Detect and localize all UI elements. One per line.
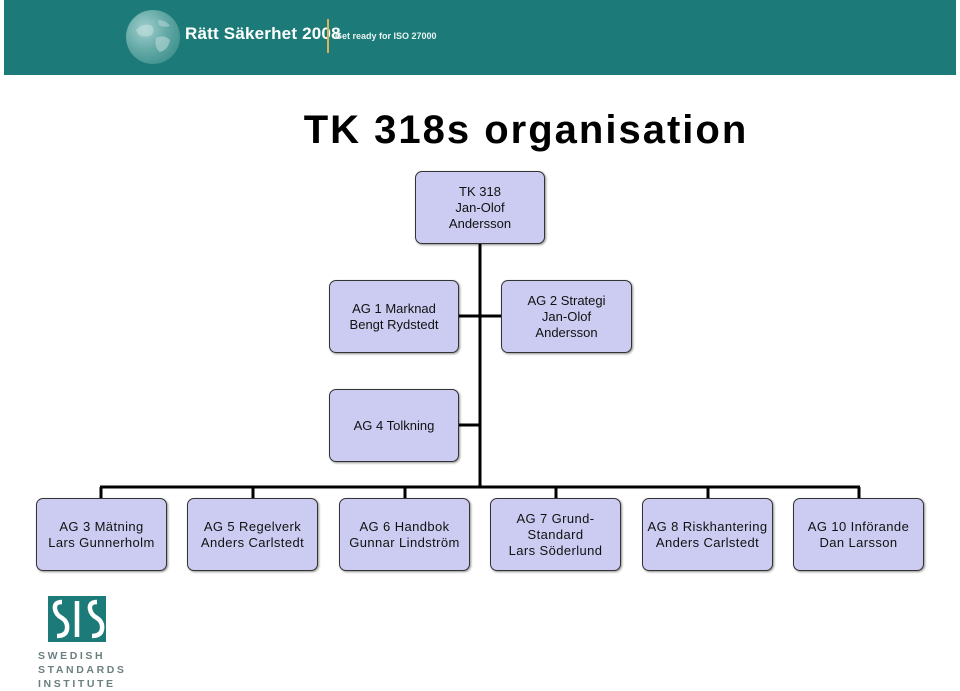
box-line: AG 6 Handbok (359, 518, 450, 534)
box-line: AG 10 Införande (807, 518, 910, 534)
box-line: Andersson (448, 215, 512, 231)
box-line: Lars Gunnerholm (48, 534, 155, 550)
box-line: AG 1 Marknad (352, 300, 436, 316)
box-line: AG 5 Regelverk (203, 518, 302, 534)
box-line: AG 7 Grund- (516, 510, 595, 526)
org-box-ag8: AG 8 Riskhantering Anders Carlstedt (642, 498, 773, 571)
org-box-ag2: AG 2 Strategi Jan-Olof Andersson (501, 280, 632, 353)
box-line: AG 3 Mätning (59, 518, 144, 534)
org-box-ag6: AG 6 Handbok Gunnar Lindström (339, 498, 470, 571)
banner-tagline: Get ready for ISO 27000 (335, 31, 437, 41)
box-line: Anders Carlstedt (200, 534, 305, 550)
box-line: Dan Larsson (819, 534, 898, 550)
box-line: Andersson (535, 324, 598, 340)
org-box-tk318: TK 318 Jan-Olof Andersson (415, 171, 545, 244)
box-line: Lars Söderlund (508, 542, 603, 558)
banner-title: Rätt Säkerhet 2008 (185, 24, 341, 43)
page-title: TK 318s organisation (303, 108, 749, 152)
box-line: Gunnar Lindström (349, 534, 460, 550)
box-line: Bengt Rydstedt (349, 316, 439, 332)
box-line: Anders Carlstedt (655, 534, 760, 550)
header-banner: Rätt Säkerhet 2008 Get ready for ISO 270… (4, 0, 956, 75)
org-box-ag3: AG 3 Mätning Lars Gunnerholm (36, 498, 167, 571)
box-line: Standard (527, 526, 584, 542)
box-line: TK 318 (459, 183, 501, 199)
sis-mark (48, 596, 106, 642)
box-line: Jan-Olof (541, 308, 592, 324)
sis-line: STANDARDS (38, 664, 127, 676)
org-box-ag4: AG 4 Tolkning (329, 389, 459, 462)
org-box-ag5: AG 5 Regelverk Anders Carlstedt (187, 498, 318, 571)
sis-line: SWEDISH (38, 650, 106, 662)
box-line: AG 4 Tolkning (353, 417, 435, 433)
box-line: AG 8 Riskhantering (647, 518, 768, 534)
globe-icon (126, 10, 180, 64)
box-line: Jan-Olof (455, 199, 505, 215)
sis-wordmark: SWEDISH STANDARDS INSTITUTE (38, 649, 128, 691)
org-box-ag1: AG 1 Marknad Bengt Rydstedt (329, 280, 459, 353)
box-line: AG 2 Strategi (527, 292, 606, 308)
org-box-ag7: AG 7 Grund- Standard Lars Söderlund (490, 498, 621, 571)
sis-line: INSTITUTE (38, 678, 116, 690)
banner-divider (327, 19, 329, 53)
org-box-ag10: AG 10 Införande Dan Larsson (793, 498, 924, 571)
